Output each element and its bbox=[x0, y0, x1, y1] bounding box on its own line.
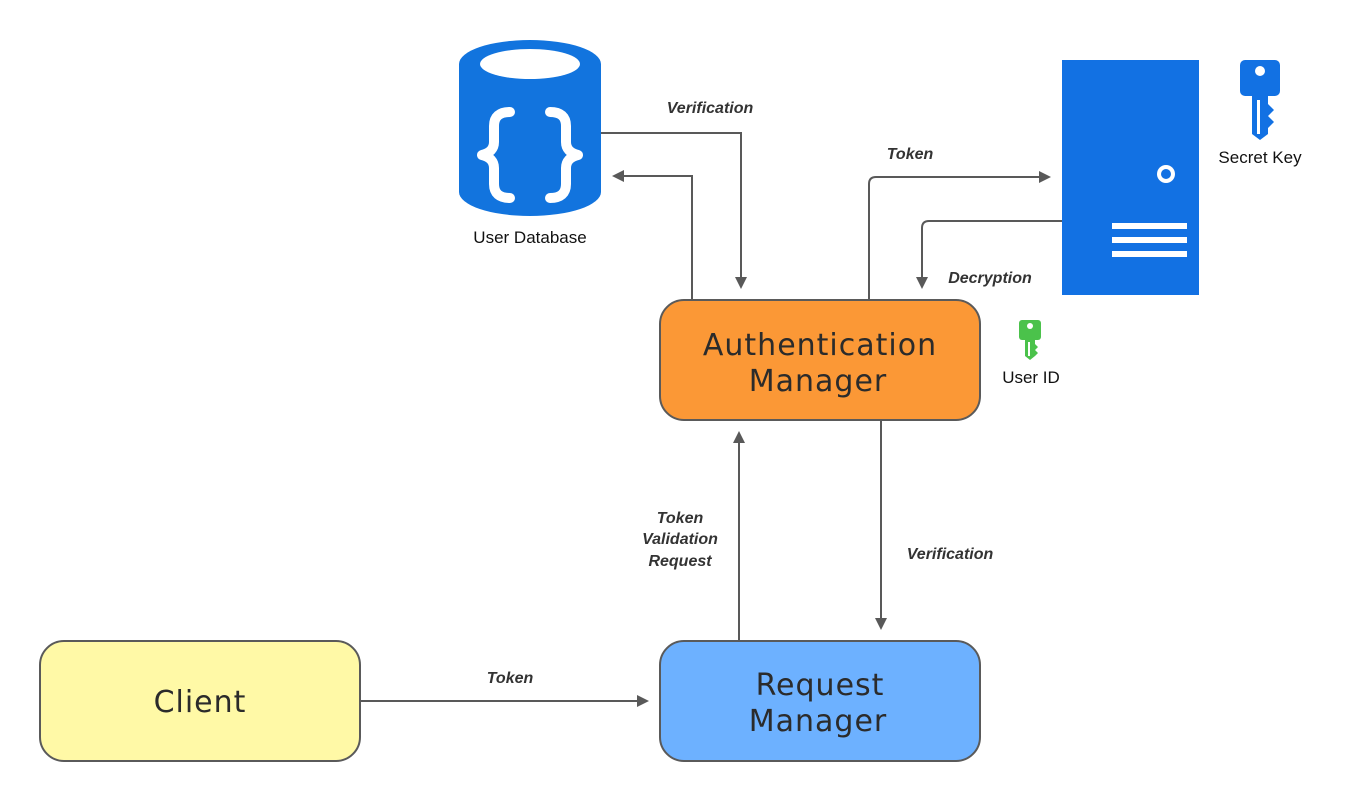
edge-label-decryption: Decryption bbox=[948, 270, 1032, 287]
edges bbox=[360, 132, 1062, 707]
edge-label-server-token: Token bbox=[887, 146, 934, 163]
edge-label-auth-verification: Verification bbox=[907, 546, 994, 563]
server-icon bbox=[1062, 60, 1199, 295]
auth-manager-label-line1: Authentication bbox=[703, 328, 937, 363]
client-node: Client bbox=[39, 640, 361, 762]
auth-manager-node: Authentication Manager bbox=[659, 299, 981, 421]
user-id-caption: User ID bbox=[1002, 368, 1060, 387]
edge-label-token-validation-line1: Token bbox=[657, 510, 704, 527]
edge-label-token-validation-line3: Request bbox=[648, 553, 712, 570]
database-caption: User Database bbox=[473, 228, 586, 247]
client-label: Client bbox=[154, 685, 247, 720]
edge-label-client-token: Token bbox=[487, 670, 534, 687]
request-manager-label-line1: Request bbox=[756, 668, 885, 703]
edge-auth-to-server bbox=[868, 171, 1051, 300]
request-manager-label-line2: Manager bbox=[749, 704, 888, 739]
key-icon bbox=[1019, 320, 1041, 360]
secret-key-caption: Secret Key bbox=[1218, 148, 1302, 167]
auth-manager-label-line2: Manager bbox=[749, 364, 888, 399]
request-manager-node: Request Manager bbox=[659, 640, 981, 762]
key-icon bbox=[1240, 60, 1280, 140]
edge-database-to-auth bbox=[601, 132, 747, 289]
database-icon bbox=[459, 40, 601, 216]
edge-label-token-validation-line2: Validation bbox=[642, 531, 718, 548]
edge-auth-to-database bbox=[612, 170, 693, 300]
edge-label-db-verification: Verification bbox=[667, 100, 754, 117]
edge-server-to-auth bbox=[916, 220, 1062, 289]
